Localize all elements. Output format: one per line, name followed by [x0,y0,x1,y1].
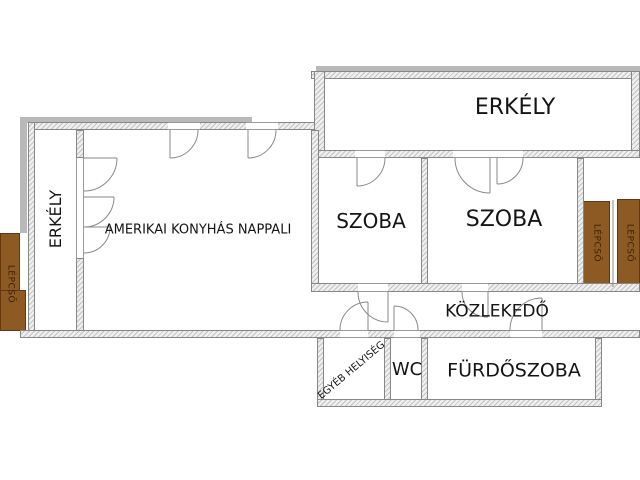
wall-bottomrow-bottom [317,399,602,407]
door-arc [83,226,111,254]
opening-room1-balcony-door [355,150,385,158]
room-label-balcony-left: ERKÉLY [46,189,65,249]
wall-balcony-left-divider-upper [76,130,84,158]
shadow-top-right-section [316,66,640,72]
door-arc [393,305,419,331]
room-label-wc: WC [391,359,423,380]
wall-room2-right [577,158,584,291]
room-label-living-room: AMERIKAI KONYHÁS NAPPALI [104,222,292,238]
opening-room1-hall-door [358,283,388,292]
door-arc [461,291,489,318]
opening-wc-door [394,330,420,338]
wall-bathroom-right [595,338,602,407]
wall-bottomrow-left [317,338,324,407]
wall-right-section-right [631,71,640,158]
opening-livingroom-top-door-1 [168,122,200,130]
door-arc [83,157,118,192]
opening-room2-hall-door [462,283,488,292]
wall-wc-bathroom-divider [421,338,428,402]
wall-balcony-left-divider-lower [76,258,84,338]
wall-between-rooms [421,158,428,290]
room-label-stairs-right-inner: LÉPCSŐ [591,223,602,263]
room-label-room-2: SZOBA [465,207,543,232]
door-arc [454,157,491,194]
wall-right-section-top [311,71,640,79]
opening-bathroom-door [510,330,542,338]
shadow-top-left-section [20,117,252,123]
door-arc [496,157,524,185]
stairs-left-block-lower [0,290,26,331]
wall-bottom-long [20,330,640,338]
room-label-stairs-right-outer: LÉPCSŐ [624,223,635,263]
room-label-hallway: KÖZLEKEDŐ [445,301,549,322]
shadow-left-edge [20,117,27,233]
door-arc [356,157,386,187]
room-label-stairs-left: LÉPCSŐ [5,264,16,304]
room-label-balcony-top: ERKÉLY [474,95,556,120]
opening-balcony-left-doors [76,158,84,258]
wall-right-section-left [314,71,325,158]
door-arc [247,129,277,159]
wall-living-room-right [311,130,319,290]
door-arc [509,297,543,331]
door-arc [339,301,369,331]
door-arc [169,129,199,159]
opening-room2-balcony-doors [453,150,523,158]
room-label-bathroom: FÜRDŐSZOBA [447,359,581,382]
door-arc [357,291,389,323]
opening-otherroom-door [340,330,368,338]
room-label-room-1: SZOBA [336,209,406,233]
wall-otherroom-wc-divider [384,338,391,402]
wall-left-section-left [28,122,35,338]
opening-livingroom-top-door-2 [246,122,278,130]
